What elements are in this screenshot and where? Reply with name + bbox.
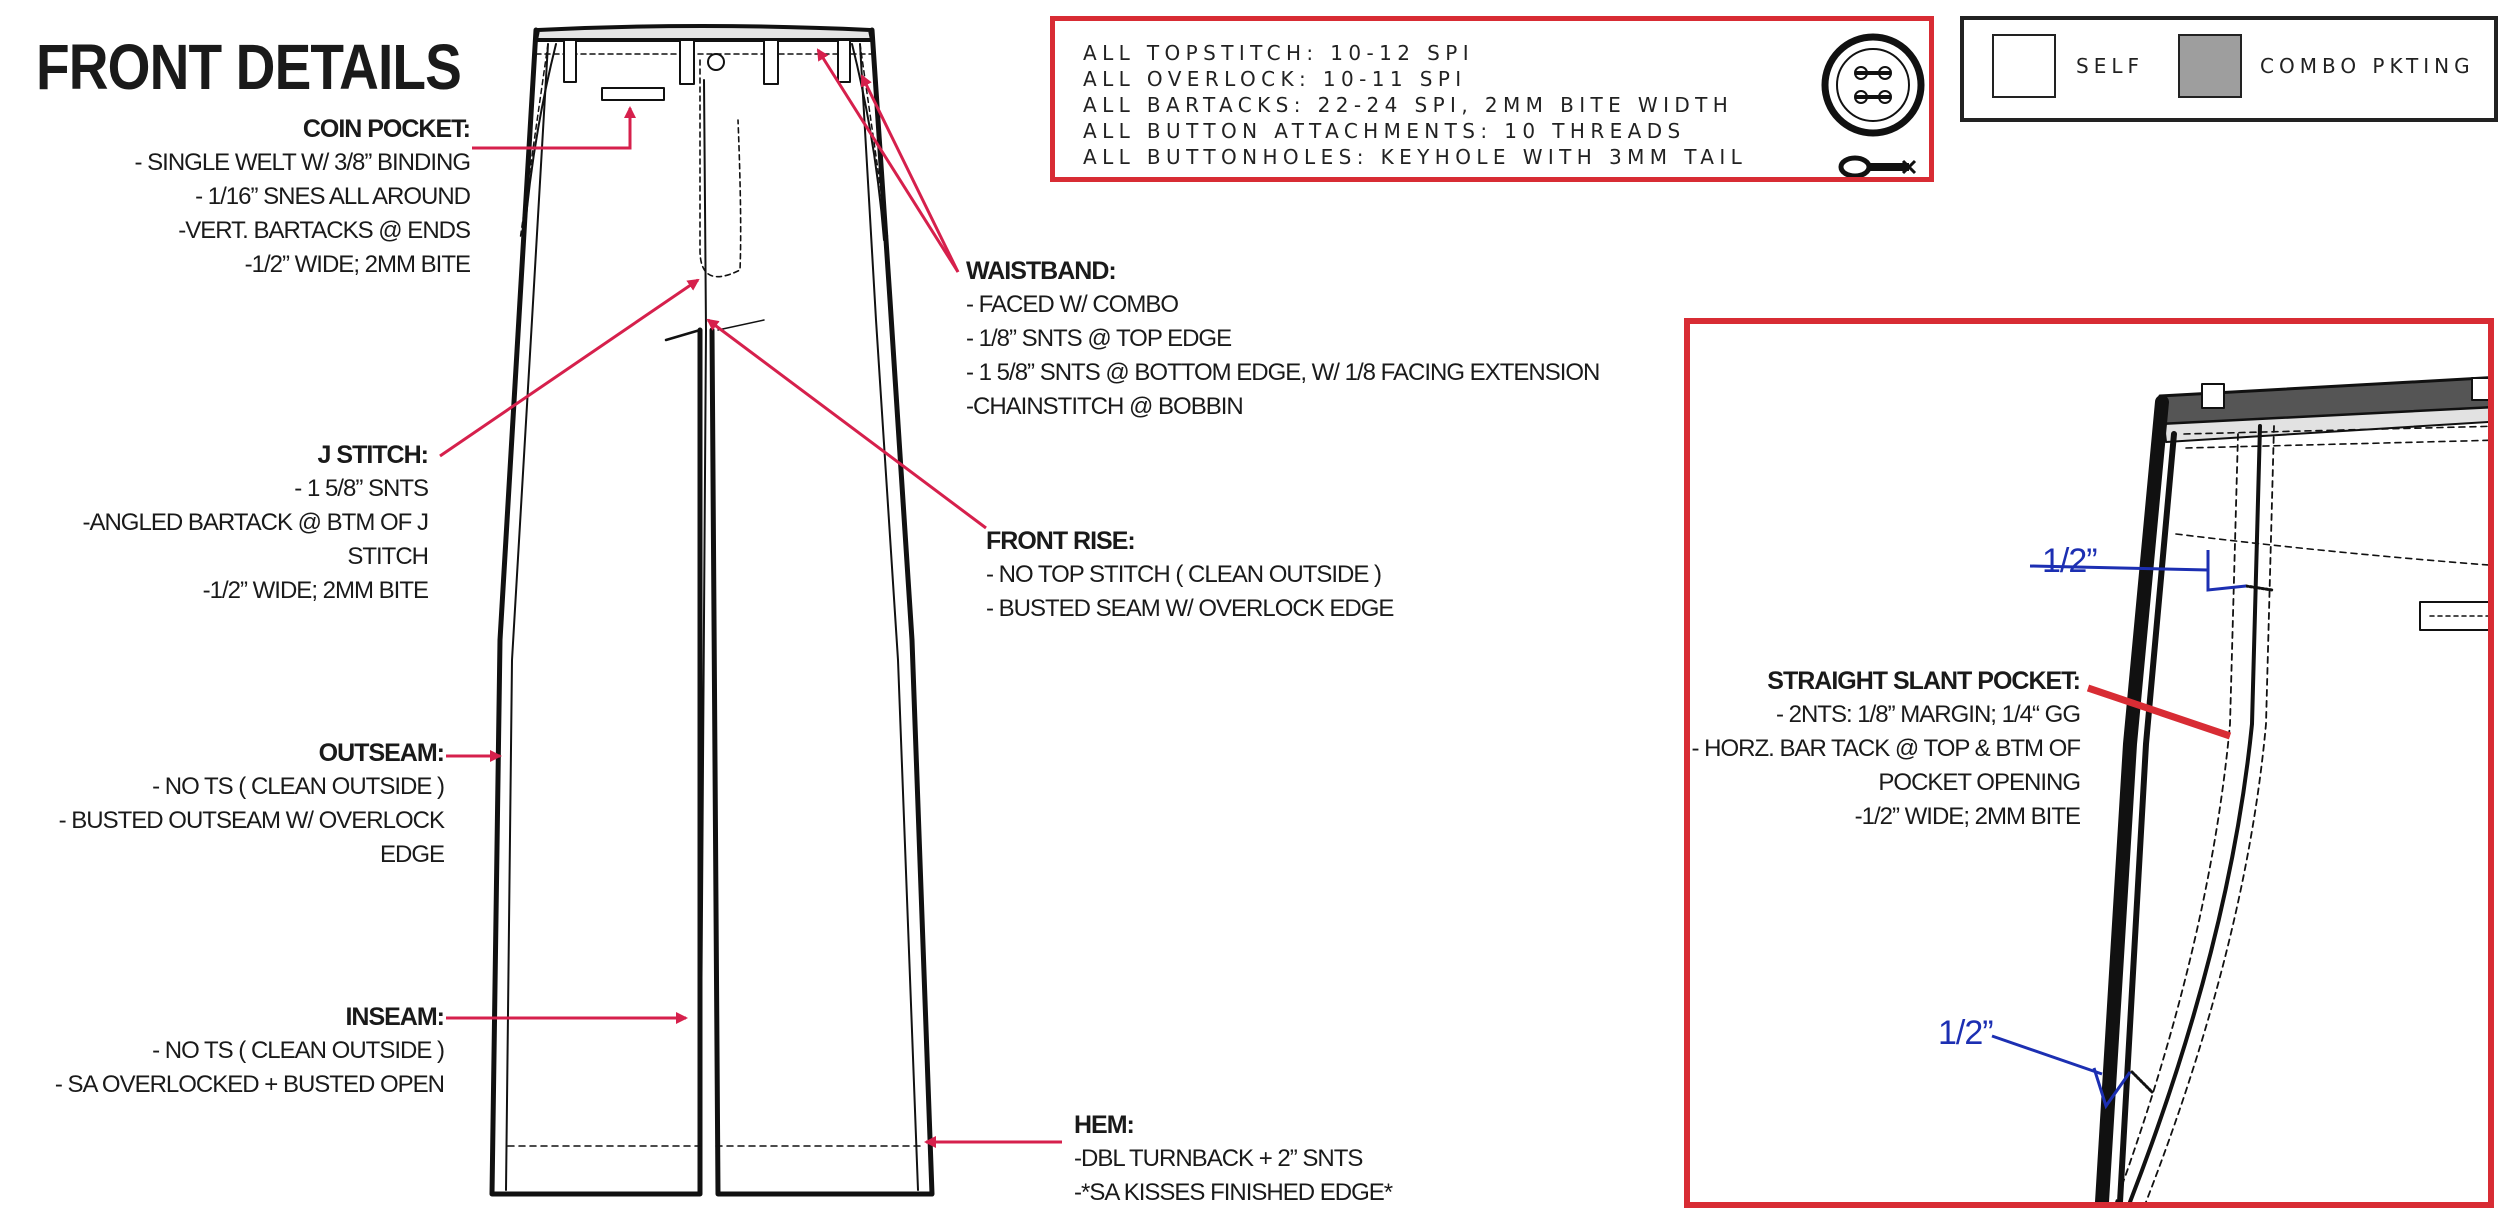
slant-pocket-detail-box: 1/2” 1/2” STRAIGHT SLANT POCKET: - 2NTS:…: [1684, 318, 2494, 1208]
stitch-spec-box: ALL TOPSTITCH: 10-12 SPI ALL OVERLOCK: 1…: [1050, 16, 1934, 182]
callout-line: - 2NTS: 1/8” MARGIN; 1/4“ GG: [1775, 701, 2081, 728]
dimension-label-top: 1/2”: [2042, 542, 2098, 580]
front-rise-heading: FRONT RISE:: [986, 527, 1136, 555]
coin-pocket-callout: COIN POCKET: - SINGLE WELT W/ 3/8” BINDI…: [40, 112, 472, 282]
spec-line: ALL BUTTON ATTACHMENTS: 10 THREADS: [1083, 119, 1686, 143]
j-stitch-callout: J STITCH: - 1 5/8” SNTS -ANGLED BARTACK …: [8, 438, 429, 608]
callout-line: -*SA KISSES FINISHED EDGE*: [1074, 1179, 1393, 1206]
callout-line: -VERT. BARTACKS @ ENDS: [178, 217, 471, 244]
callout-line: - 1 5/8” SNTS: [294, 475, 429, 502]
slant-pocket-heading: STRAIGHT SLANT POCKET:: [1767, 667, 2081, 695]
hem-callout: HEM: -DBL TURNBACK + 2” SNTS -*SA KISSES…: [1074, 1108, 1634, 1210]
waistband-callout: WAISTBAND: - FACED W/ COMBO - 1/8” SNTS …: [966, 254, 1626, 424]
callout-line: - FACED W/ COMBO: [966, 291, 1179, 318]
spec-line: ALL OVERLOCK: 10-11 SPI: [1083, 67, 1467, 91]
self-label: SELF: [2076, 54, 2144, 78]
keyhole-buttonhole-icon: [1838, 155, 1917, 177]
callout-line: -CHAINSTITCH @ BOBBIN: [966, 393, 1244, 420]
callout-line: -ANGLED BARTACK @ BTM OF J STITCH: [82, 509, 429, 570]
combo-swatch: [2178, 34, 2242, 98]
callout-line: - SA OVERLOCKED + BUSTED OPEN: [54, 1071, 445, 1098]
page-title: FRONT DETAILS: [36, 31, 462, 103]
callout-line: - BUSTED SEAM W/ OVERLOCK EDGE: [986, 595, 1394, 622]
callout-line: - NO TS ( CLEAN OUTSIDE ): [152, 1037, 445, 1064]
outseam-callout: OUTSEAM: - NO TS ( CLEAN OUTSIDE ) - BUS…: [0, 736, 445, 872]
callout-line: - NO TOP STITCH ( CLEAN OUTSIDE ): [986, 561, 1382, 588]
spec-line: ALL BUTTONHOLES: KEYHOLE WITH 3MM TAIL: [1083, 145, 1748, 169]
j-stitch-heading: J STITCH:: [317, 441, 429, 469]
inseam-callout: INSEAM: - NO TS ( CLEAN OUTSIDE ) - SA O…: [40, 1000, 445, 1102]
callout-line: - BUSTED OUTSEAM W/ OVERLOCK EDGE: [58, 807, 445, 868]
waistband-heading: WAISTBAND:: [966, 257, 1117, 285]
slant-pocket-callout: STRAIGHT SLANT POCKET: - 2NTS: 1/8” MARG…: [1690, 664, 2081, 834]
callout-line: - HORZ. BAR TACK @ TOP & BTM OF: [1691, 735, 2081, 762]
spec-line: ALL TOPSTITCH: 10-12 SPI: [1083, 41, 1475, 65]
spec-line: ALL BARTACKS: 22-24 SPI, 2MM BITE WIDTH: [1083, 93, 1734, 117]
callout-line: - SINGLE WELT W/ 3/8” BINDING: [134, 149, 472, 176]
fabric-legend: SELF COMBO PKTING: [1960, 16, 2498, 122]
callout-line: - 1/8” SNTS @ TOP EDGE: [966, 325, 1232, 352]
callout-line: - 1/16” SNES ALL AROUND: [195, 183, 471, 210]
hem-heading: HEM:: [1074, 1111, 1135, 1139]
callout-line: -1/2” WIDE; 2MM BITE: [202, 577, 429, 604]
callout-line: -DBL TURNBACK + 2” SNTS: [1074, 1145, 1363, 1172]
combo-label: COMBO PKTING: [2260, 54, 2475, 78]
self-swatch: [1992, 34, 2056, 98]
callout-line: POCKET OPENING: [1878, 769, 2081, 796]
callout-line: -1/2” WIDE; 2MM BITE: [244, 251, 471, 278]
front-rise-callout: FRONT RISE: - NO TOP STITCH ( CLEAN OUTS…: [986, 524, 1586, 626]
callout-line: -1/2” WIDE; 2MM BITE: [1854, 803, 2081, 830]
dimension-label-bottom: 1/2”: [1938, 1014, 1994, 1052]
outseam-heading: OUTSEAM:: [318, 739, 445, 767]
callout-line: - 1 5/8” SNTS @ BOTTOM EDGE, W/ 1/8 FACI…: [966, 359, 1600, 386]
callout-line: - NO TS ( CLEAN OUTSIDE ): [152, 773, 445, 800]
button-icon: [1821, 33, 1925, 177]
coin-pocket-heading: COIN POCKET:: [302, 115, 471, 143]
slant-pocket-zoom-sketch: [1991, 376, 2488, 1202]
inseam-heading: INSEAM:: [345, 1003, 445, 1031]
